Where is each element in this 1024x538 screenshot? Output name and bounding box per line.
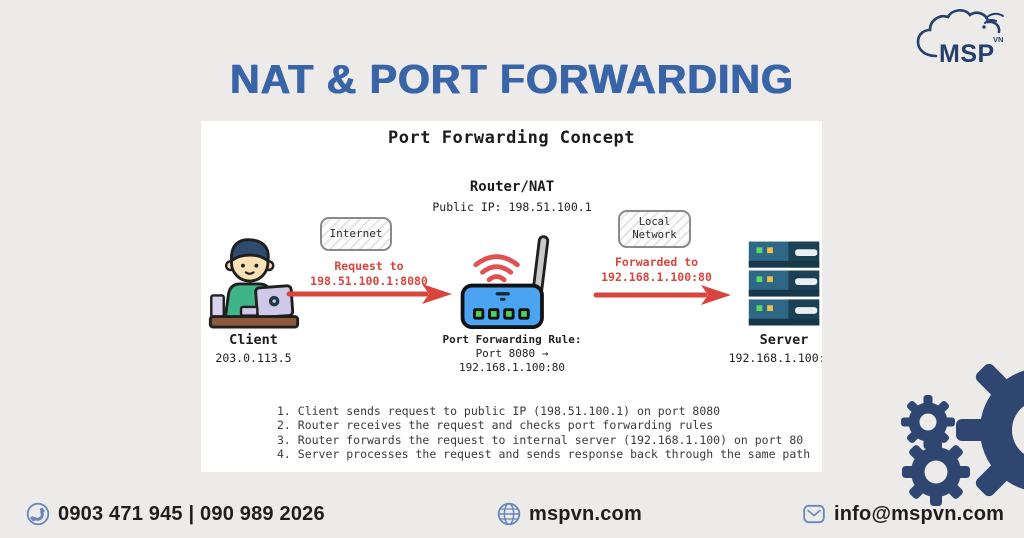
cloud-icon: MSP VN (916, 9, 1004, 68)
rule-port: Port 8080 → (475, 346, 549, 360)
rule-target: 192.168.1.100:80 (459, 360, 565, 374)
local-network-badge: Local Network (618, 210, 691, 248)
client-label: Client (229, 332, 278, 348)
gear-large-icon (956, 363, 1024, 497)
step-item: 4. Server processes the request and send… (277, 447, 811, 462)
forwarded-label: Forwarded to 192.168.1.100:80 (601, 255, 712, 285)
request-arrow (286, 284, 452, 304)
server-icon (748, 241, 820, 326)
rule-title: Port Forwarding Rule: (442, 333, 582, 346)
footer-website: mspvn.com (497, 502, 642, 526)
email-icon (803, 504, 825, 524)
logo-text: MSP (939, 40, 995, 68)
server-ip: 192.168.1.100:80 (728, 351, 822, 365)
msp-logo: MSP VN (912, 5, 1012, 75)
phone-numbers: 0903 471 945 | 090 989 2026 (58, 502, 325, 525)
internet-badge-label: Internet (329, 227, 383, 241)
diagram-title: Port Forwarding Concept (388, 128, 635, 148)
request-label: Request to 198.51.100.1:8080 (310, 259, 428, 289)
email-text: info@mspvn.com (834, 502, 1005, 525)
gear-medium-icon (902, 438, 970, 506)
footer-email: info@mspvn.com (802, 502, 1004, 526)
gear-small-icon (901, 395, 955, 449)
gears-decoration (901, 363, 1024, 506)
diagram-panel: Port Forwarding Concept (201, 121, 822, 472)
logo-superscript: VN (993, 35, 1003, 44)
footer-phone: 0903 471 945 | 090 989 2026 (26, 502, 325, 526)
phone-icon (26, 502, 50, 526)
client-ip: 203.0.113.5 (215, 351, 292, 365)
client-icon (208, 238, 299, 329)
router-heading: Router/NAT Public IP: 198.51.100.1 (407, 179, 617, 214)
port-forwarding-rule: Port Forwarding Rule: Port 8080 → 192.16… (407, 333, 617, 374)
step-item: 1. Client sends request to public IP (19… (277, 404, 721, 418)
step-item: 2. Router receives the request and check… (277, 418, 714, 433)
page-title: NAT & PORT FORWARDING (230, 56, 794, 102)
wifi-waves-icon (473, 254, 520, 283)
router-leds (472, 308, 530, 320)
website-text: mspvn.com (529, 502, 642, 525)
steps-list: 1. Client sends request to public IP (19… (277, 404, 810, 462)
step-item: 3. Router forwards the request to intern… (277, 432, 804, 447)
client-node: Client 203.0.113.5 (201, 234, 306, 365)
server-label: Server (759, 332, 809, 348)
server-node: Server 192.168.1.100:80 (719, 238, 822, 365)
globe-icon (497, 502, 521, 526)
router-label: Router/NAT (469, 179, 555, 195)
internet-badge: Internet (320, 217, 392, 251)
router-icon (460, 235, 550, 330)
router-public-ip: Public IP: 198.51.100.1 (432, 200, 592, 214)
wifi-signal-icon (984, 12, 1004, 24)
forward-arrow (593, 285, 731, 305)
